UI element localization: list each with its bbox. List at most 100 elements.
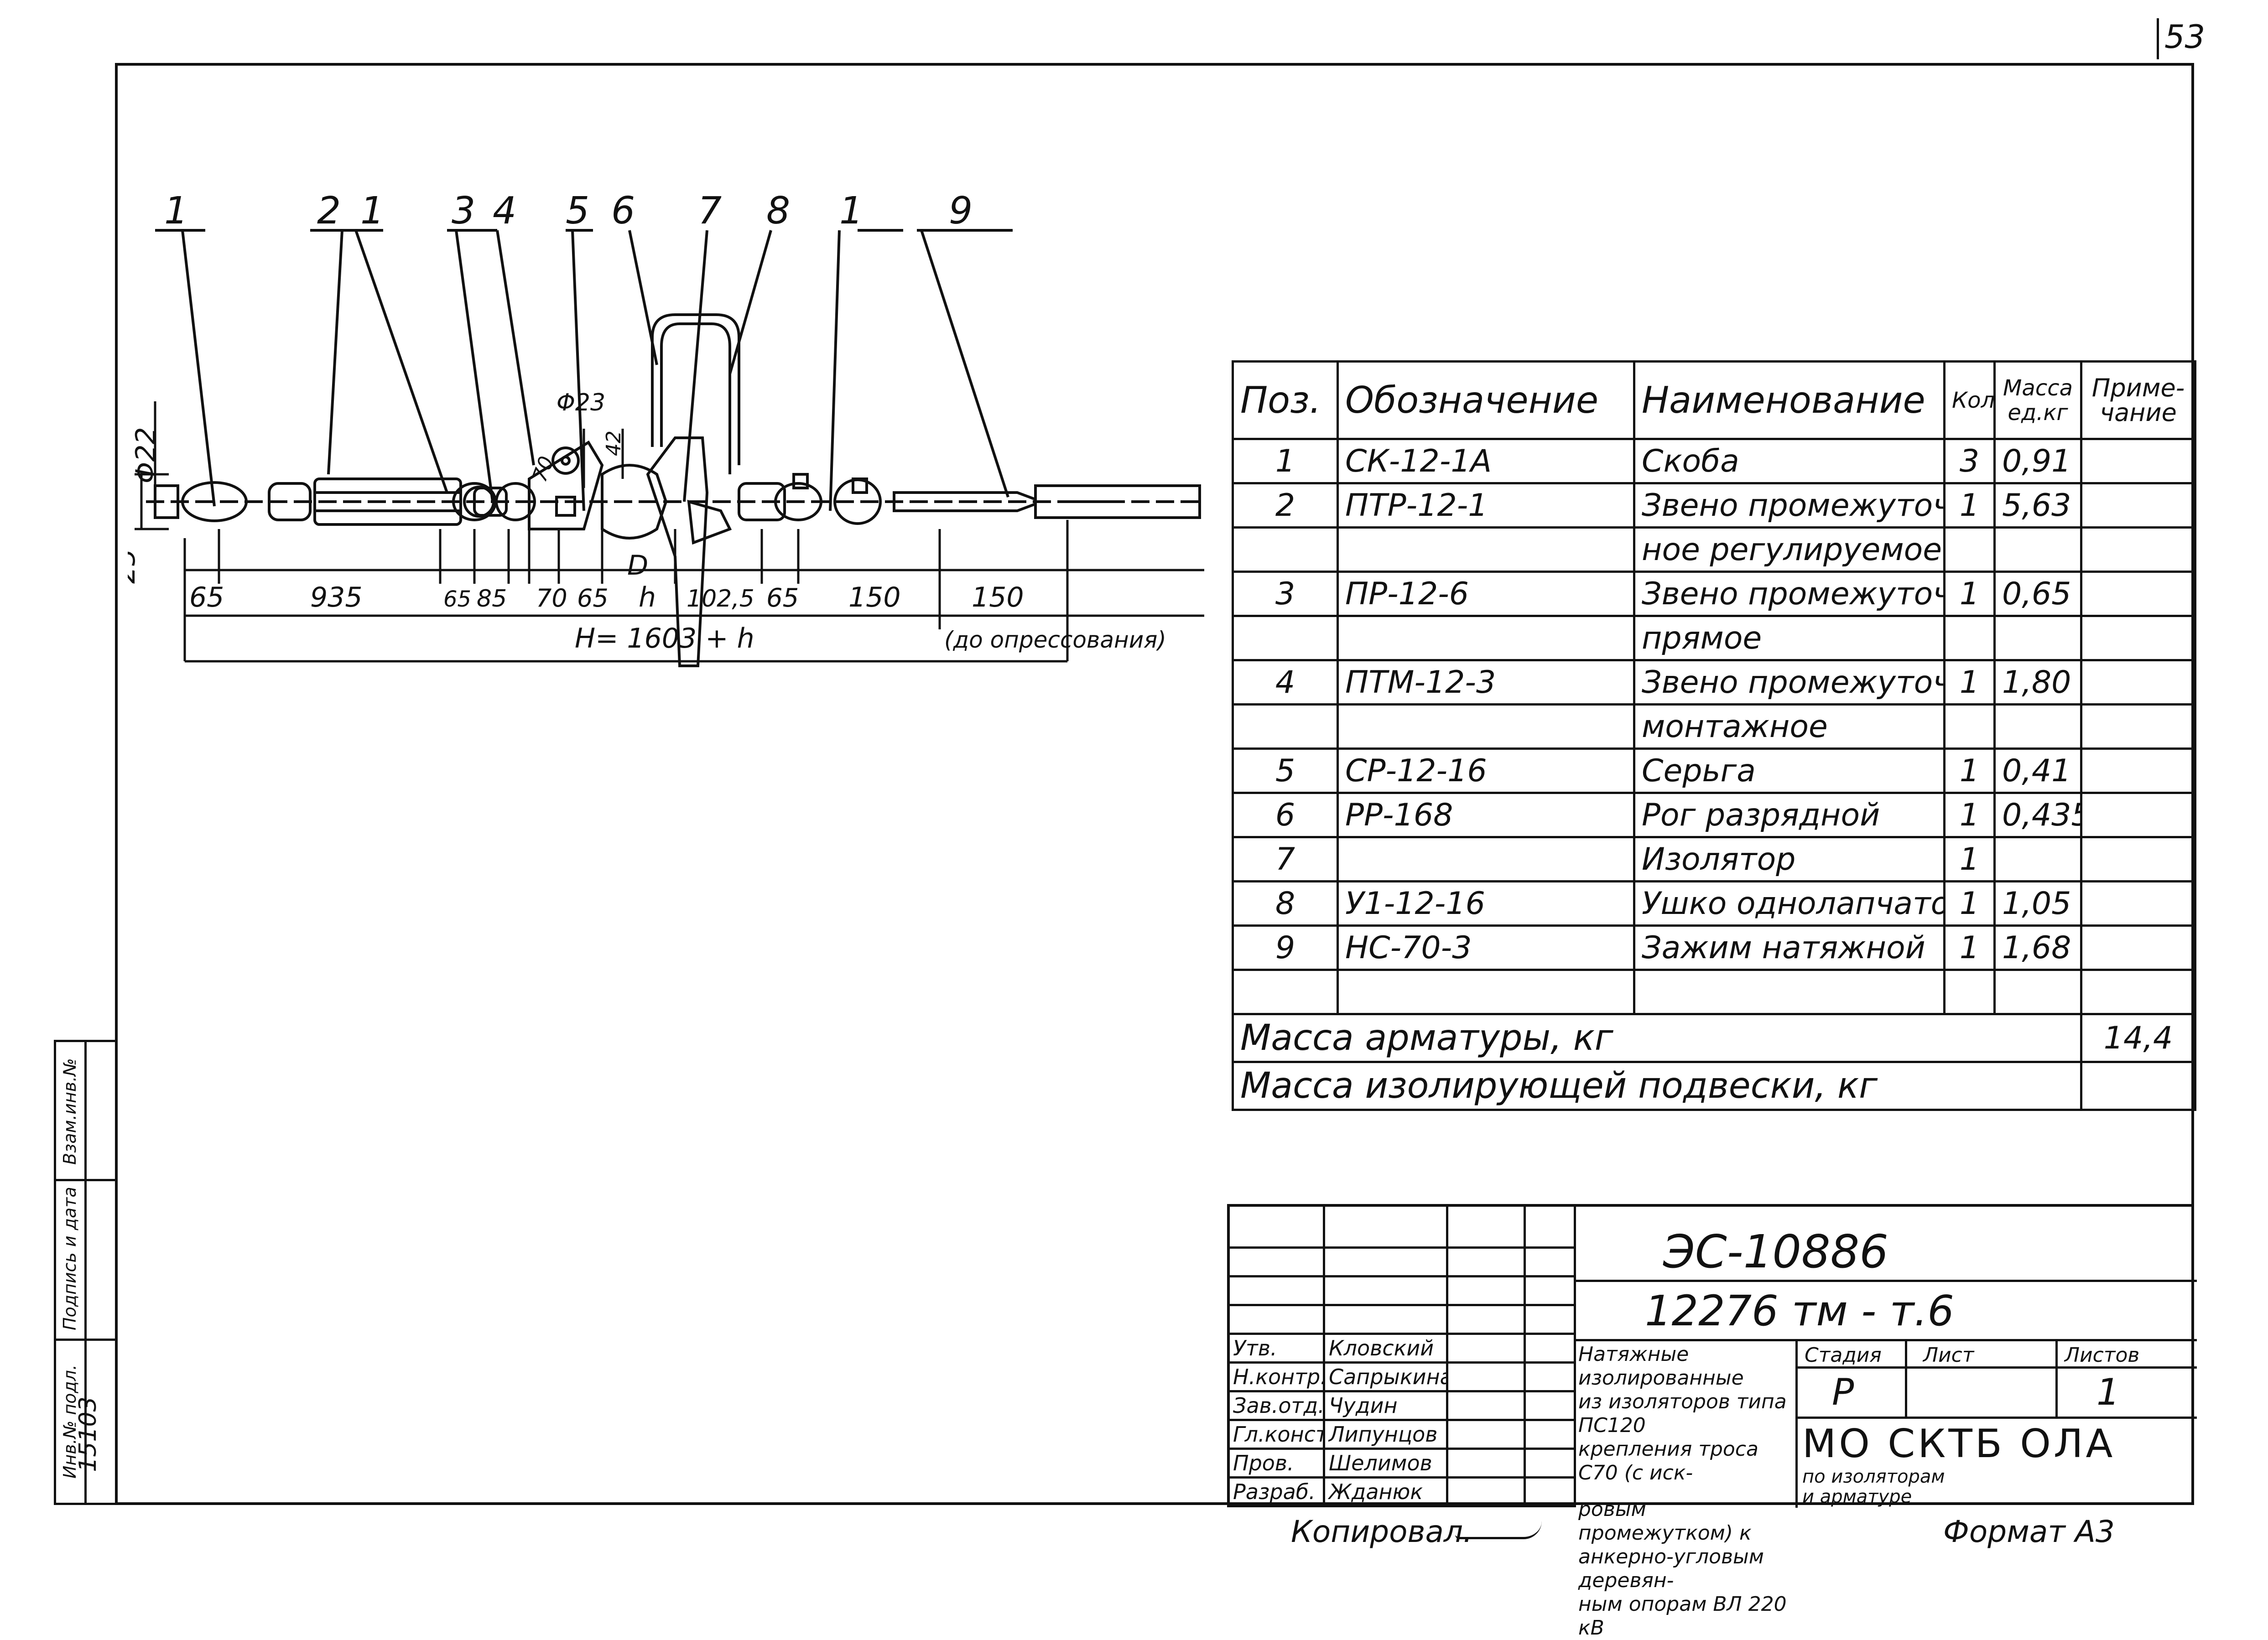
sheet-value: 1 (2096, 1371, 2120, 1413)
col-pos: Поз. (1232, 360, 1339, 440)
vertical-dimension-lines (135, 401, 624, 530)
spec-designation (1337, 836, 1635, 882)
spec-note (2080, 438, 2196, 484)
role-row: Разраб.Жданюк (1227, 1476, 1576, 1507)
spec-name: Звено промежуточное (1633, 659, 1945, 706)
role-row: Н.контр.Сапрыкина (1227, 1361, 1576, 1392)
org-block: МО СКТБ ОЛА по изоляторам и арматуре (1802, 1421, 2195, 1507)
col-designation: Обозначение (1337, 360, 1635, 440)
role-label: Гл.констр. (1227, 1419, 1325, 1450)
total-label-string: Масса изолирующей подвески, кг (1232, 1061, 2082, 1111)
spec-designation (1337, 615, 1635, 661)
dim-65-c: 65 (577, 584, 609, 612)
role-signature (1446, 1476, 1526, 1507)
col-qty: Кол. (1943, 360, 1996, 440)
col-note: Приме-чание (2080, 360, 2196, 440)
spec-mass: 0,435 (1993, 792, 2082, 838)
dim-25: 25 (128, 549, 141, 584)
spec-name: Серьга (1633, 747, 1945, 794)
spec-note (2080, 482, 2196, 529)
spec-qty: 1 (1943, 747, 1996, 794)
assembly-drawing: 1 2 1 3 4 5 6 7 8 1 9 (128, 189, 1204, 667)
callout-5: 5 (566, 189, 589, 233)
spec-mass (1993, 703, 2082, 750)
spec-row (1232, 969, 2196, 1015)
spec-pos: 7 (1232, 836, 1339, 882)
role-row: Зав.отд.Чудин (1227, 1390, 1576, 1421)
spec-note (2080, 703, 2196, 750)
spec-qty (1943, 615, 1996, 661)
spec-name: Звено промежуточное (1633, 571, 1945, 617)
total-label-fittings: Масса арматуры, кг (1232, 1013, 2082, 1063)
spec-name: Скоба (1633, 438, 1945, 484)
spec-row: монтажное (1232, 703, 2196, 750)
title-text: Натяжные изолированные из изоляторов тип… (1578, 1343, 1793, 1640)
stamp-label-signature-date: Подпись и дата (60, 1187, 80, 1330)
spec-pos: 2 (1232, 482, 1339, 529)
role-date (1524, 1390, 1576, 1421)
copied-by: Копировал. (1291, 1514, 1473, 1549)
role-row: Пров.Шелимов (1227, 1448, 1576, 1479)
copied-by-signature (1455, 1519, 1542, 1539)
doc-code: ЭС-10886 (1663, 1225, 1888, 1278)
spec-designation: СР-12-16 (1337, 747, 1635, 794)
callout-6: 6 (611, 189, 635, 233)
dim-D: D (627, 550, 648, 581)
callout-1c: 1 (839, 189, 863, 233)
spec-qty: 1 (1943, 924, 1996, 971)
project-code: 12276 тм - т.6 (1645, 1287, 1954, 1335)
org-sub-2: и арматуре (1802, 1486, 1912, 1507)
stamp-label-replace-inv: Взам.инв.№ (60, 1058, 80, 1165)
title-line-2: из изоляторов типа ПС120 (1578, 1390, 1787, 1437)
role-label: Зав.отд. (1227, 1390, 1325, 1421)
spec-pos: 1 (1232, 438, 1339, 484)
spec-row: прямое (1232, 615, 2196, 661)
role-signature (1446, 1390, 1526, 1421)
col-mass: Масса ед.кг (1993, 360, 2082, 440)
spec-note (2080, 924, 2196, 971)
spec-qty: 1 (1943, 880, 1996, 927)
spec-pos (1232, 615, 1339, 661)
spec-name: Звено промежуточ- (1633, 482, 1945, 529)
dim-total: H= 1603 + h (575, 623, 754, 654)
callout-1b: 1 (360, 189, 384, 233)
spec-mass: 0,91 (1993, 438, 2082, 484)
dim-70: 70 (536, 584, 567, 612)
role-signature (1446, 1333, 1526, 1364)
spec-pos (1232, 526, 1339, 573)
spec-designation: ПТР-12-1 (1337, 482, 1635, 529)
dim-102-5: 102,5 (687, 585, 754, 612)
callout-numbers: 1 2 1 3 4 5 6 7 8 1 9 (164, 189, 973, 233)
spec-designation (1337, 526, 1635, 573)
title-line-6: ным опорам ВЛ 220 кВ (1578, 1593, 1787, 1640)
org-sub-1: по изоляторам (1802, 1466, 1945, 1487)
role-label: Пров. (1227, 1448, 1325, 1479)
dim-150-a: 150 (848, 581, 901, 613)
role-person: Липунцов (1323, 1419, 1448, 1450)
spec-pos: 4 (1232, 659, 1339, 706)
spec-name: монтажное (1633, 703, 1945, 750)
role-person: Шелимов (1323, 1448, 1448, 1479)
role-signature (1446, 1419, 1526, 1450)
callout-8: 8 (766, 189, 790, 233)
spec-qty: 1 (1943, 836, 1996, 882)
spec-mass: 1,05 (1993, 880, 2082, 927)
dim-phi23: Φ23 (557, 389, 605, 416)
spec-name: Зажим натяжной (1633, 924, 1945, 971)
callout-1a: 1 (164, 189, 188, 233)
spec-row: ное регулируемое(талреп) (1232, 526, 2196, 573)
spec-designation (1337, 703, 1635, 750)
role-row: Утв.Кловский (1227, 1333, 1576, 1364)
dim-65-b: 65 (443, 586, 471, 612)
title-line-3: крепления троса С70 (с иск- (1578, 1438, 1758, 1484)
sheet-label: Лист (1923, 1344, 1974, 1367)
role-signature (1446, 1361, 1526, 1392)
spec-qty (1943, 703, 1996, 750)
spec-name: Ушко однолапчатое (1633, 880, 1945, 927)
spec-pos: 8 (1232, 880, 1339, 927)
